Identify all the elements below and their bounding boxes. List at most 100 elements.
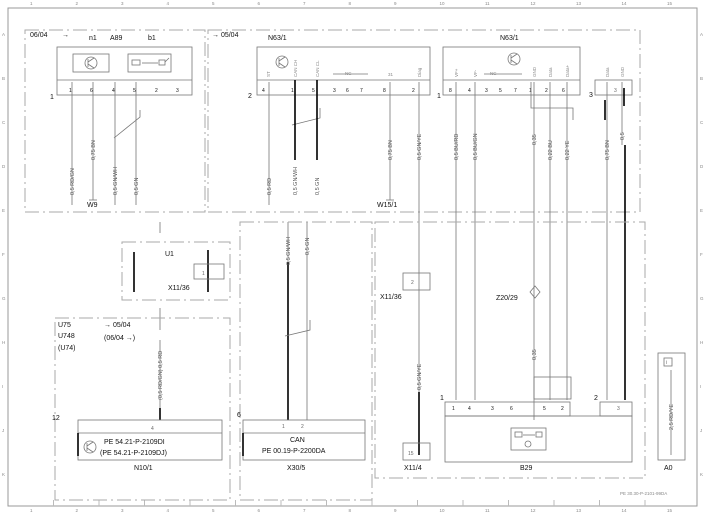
variant-label: U748 [58, 333, 75, 340]
grid-column-label: 14 [622, 508, 628, 513]
x11-36-connector [193, 263, 225, 280]
connector-number: 1 [440, 395, 444, 402]
pin-label: 3 [614, 88, 617, 94]
pin-label: 1 [202, 271, 205, 277]
pin-label: 2 [412, 88, 415, 94]
pin-label: 7 [360, 88, 363, 94]
n10-1-section: U75 U748 (U74) → 05/04 (06/04 →) (0,5 RD… [52, 317, 231, 501]
pin-function: 31 [388, 72, 394, 77]
grid-row-label: F [700, 252, 703, 257]
grid-row-label: H [700, 340, 703, 345]
sensor-symbol-box [510, 427, 547, 451]
reference-link[interactable]: PE 00.19-P-2200DA [262, 448, 326, 455]
label-a89: A89 [110, 35, 123, 42]
connector-3 [594, 79, 633, 96]
z20-29-title: Z20/29 [496, 295, 518, 302]
wire-label: 0,5 GN [315, 178, 321, 195]
grid-row-label: F [2, 252, 5, 257]
pin-function: Diag [417, 67, 422, 77]
can-label: CAN [290, 437, 305, 444]
grid-column-label: 15 [667, 508, 673, 513]
pin-label: 5 [312, 88, 315, 94]
wire-label: 0,22 BU [548, 140, 554, 160]
reference-link[interactable]: (PE 54.21-P-2109DJ) [100, 450, 167, 457]
grid-column-label: 4 [167, 508, 170, 513]
pin-function: NC [345, 71, 352, 76]
label-b1: b1 [148, 35, 156, 42]
connector-number: 3 [589, 92, 593, 99]
wire-label: (0,5 RD/GN) 0,5 RD [158, 351, 164, 400]
version-label: 06/04 [30, 32, 48, 39]
wire-label: 0,5 BU/RD [454, 134, 460, 160]
wire-label: 0,5 GN/YE [417, 133, 423, 160]
wire-label: 0,5 BU/GN [473, 133, 479, 160]
transistor-icon [275, 55, 289, 69]
pin-function: Data+ [565, 64, 570, 77]
connector-number: 12 [52, 415, 60, 422]
grid-column-label: 1 [30, 1, 33, 6]
a89-section: 06/04 → n1 A89 b1 1 1 6 4 5 2 3 0,5 RD/G… [24, 29, 206, 213]
b29-connector-1 [444, 401, 571, 417]
document-code: PE 30.30-P-2101-99DA [620, 491, 667, 496]
grid-column-label: 3 [121, 508, 124, 513]
pin-label: 4 [262, 88, 265, 94]
pin-function: ST [266, 71, 271, 77]
grid-column-label: 6 [258, 508, 261, 513]
grid-row-label: D [700, 164, 704, 169]
grid-column-label: 11 [485, 1, 490, 6]
wire-label: 0,5 [620, 132, 626, 140]
connector-number: 6 [237, 412, 241, 419]
grid-column-label: 9 [394, 508, 397, 513]
wire-label: 0,5 GN/YE [417, 363, 423, 390]
u1-section: U1 X11/36 1 [121, 222, 231, 330]
pin-label: 8 [449, 88, 452, 94]
b29-component [444, 415, 633, 463]
grid-column-label: 3 [121, 1, 124, 6]
u1-title: U1 [165, 251, 174, 258]
grid-column-label: 7 [303, 1, 306, 6]
pin-label: 15 [408, 451, 414, 457]
reference-link[interactable]: PE 54.21-P-2109DI [104, 439, 165, 446]
pin-label: 5 [133, 88, 136, 94]
pin-label: 6 [346, 88, 349, 94]
pin-function: CAN CL [315, 60, 320, 77]
version-label: → 05/04 [104, 322, 131, 329]
grid-column-label: 14 [622, 1, 628, 6]
grid-row-label: I [2, 384, 3, 389]
pin-label: 2 [301, 424, 304, 430]
a0-section: i 2,5 RD/YE A0 [657, 352, 686, 472]
label-n1: n1 [89, 35, 97, 42]
wire-label: 0,75 BN [388, 140, 394, 160]
b29-title: B29 [520, 465, 533, 472]
wire-label: 0,5 GN/WH [286, 237, 292, 265]
pin-label: 3 [176, 88, 179, 94]
grid-row-label: K [700, 472, 703, 477]
pin-label: 6 [90, 88, 93, 94]
pin-label: 1 [452, 406, 455, 412]
grid-column-label: 10 [440, 508, 446, 513]
b29-connector-2 [599, 401, 633, 417]
grid-row-label: G [2, 296, 6, 301]
info-icon[interactable] [663, 357, 673, 367]
x11-36-connector [402, 272, 431, 291]
pin-label: 5 [499, 88, 502, 94]
b29-section: 1 1 4 3 6 5 2 2 3 B29 [440, 395, 633, 472]
right-section-border [374, 221, 646, 479]
grid-column-label: 11 [485, 508, 490, 513]
pin-label: 1 [291, 88, 294, 94]
grid-column-label: 12 [531, 1, 537, 6]
n63-title: N63/1 [268, 35, 287, 42]
grid-row-label: B [2, 76, 5, 81]
version-label: (06/04 →) [104, 335, 135, 342]
n63-connector-2 [256, 46, 431, 96]
pin-label: 2 [155, 88, 158, 94]
splice-icon [529, 285, 541, 299]
transistor-icon [83, 440, 97, 454]
grid-column-label: 8 [349, 1, 352, 6]
n63-title: N63/1 [500, 35, 519, 42]
wire-label: 0,22 YE [565, 140, 571, 160]
connector-number: 2 [248, 93, 252, 100]
pin-label: 2 [545, 88, 548, 94]
pin-label: 3 [617, 406, 620, 412]
grid-column-label: 2 [76, 508, 79, 513]
